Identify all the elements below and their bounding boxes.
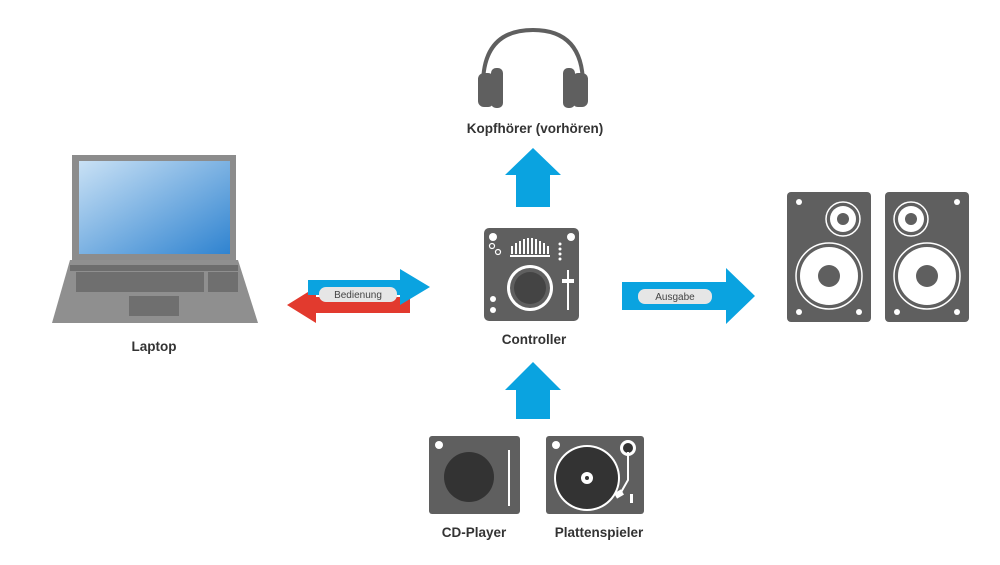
controller-label: Controller: [502, 332, 567, 347]
arrow-input: [505, 362, 561, 419]
speaker-right-icon: [885, 192, 969, 322]
output-label: Ausgabe: [655, 292, 695, 303]
speakers-icon: [787, 192, 969, 322]
arrow-control-group: Bedienung: [287, 269, 430, 323]
headphones-label: Kopfhörer (vorhören): [467, 121, 604, 136]
arrow-output-group: Ausgabe: [622, 268, 755, 324]
turntable-label: Plattenspieler: [555, 525, 644, 540]
output-label-pill: [638, 289, 712, 304]
speaker-left-icon: [787, 192, 871, 322]
headphones-icon: [478, 27, 588, 108]
arrow-to-laptop: [287, 287, 410, 323]
dj-controller-icon: [484, 228, 579, 321]
laptop-label: Laptop: [132, 339, 177, 354]
control-label-pill: [319, 287, 397, 302]
arrow-monitor: [505, 148, 561, 207]
cd-player-label: CD-Player: [442, 525, 507, 540]
turntable-icon: [546, 436, 644, 514]
cd-player-icon: [429, 436, 520, 514]
control-label: Bedienung: [334, 290, 382, 301]
laptop-icon: [52, 155, 258, 323]
